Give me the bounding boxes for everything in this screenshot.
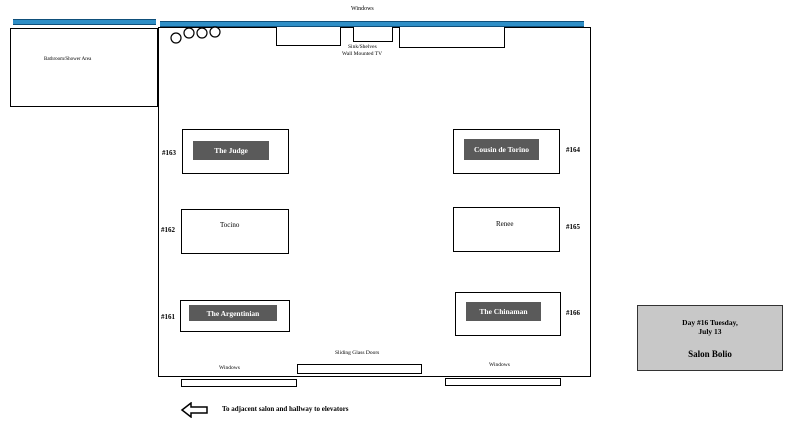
sink-shelves-label: Sink/Shelves [348,44,377,50]
station-name: Renee [496,220,514,228]
station-163[interactable]: The Judge [182,129,289,174]
station-166[interactable]: The Chinaman [455,292,561,336]
station-161[interactable]: The Argentinian [180,300,290,332]
station-165[interactable]: Renee [453,207,560,252]
bathroom-label: Bathroom/Shower Area [44,57,92,62]
sink-circles [170,26,221,44]
station-name: The Judge [193,141,269,160]
station-number: #163 [162,149,176,157]
sink-circle-4 [209,26,221,38]
day-line-2: July 13 [698,327,722,336]
station-number: #164 [566,146,580,154]
station-name: The Argentinian [189,305,277,321]
sink-shelves-unit [353,27,393,42]
window-bar-left [13,19,156,25]
station-162[interactable]: Tocino [181,209,289,254]
top-counter-right [399,27,505,48]
station-number: #166 [566,309,580,317]
window-bottom-left [181,379,297,387]
windows-bottom-right-label: Windows [489,362,510,368]
windows-top-label: Windows [351,6,374,12]
salon-name: Salon Bolio [688,349,732,359]
bathroom-area: Bathroom/Shower Area [10,28,158,107]
left-arrow-icon [180,402,208,418]
station-number: #162 [161,226,175,234]
hallway-note: To adjacent salon and hallway to elevato… [222,405,349,413]
sink-circle-3 [196,27,208,39]
info-box: Day #16 Tuesday, July 13 Salon Bolio [637,305,783,371]
sliding-doors-label: Sliding Glass Doors [335,350,380,356]
window-bottom-right [445,378,561,386]
station-number: #161 [161,313,175,321]
station-name: Cousin de Torino [464,139,539,160]
station-number: #165 [566,223,580,231]
sink-circle-1 [170,32,182,44]
station-name: Tocino [220,221,240,229]
day-line-1: Day #16 Tuesday, [682,318,738,327]
station-164[interactable]: Cousin de Torino [453,129,560,174]
station-name: The Chinaman [466,302,541,321]
sliding-glass-doors [297,364,422,374]
top-counter-left [276,27,341,46]
window-bar-main [160,21,584,27]
windows-bottom-left-label: Windows [219,365,240,371]
sink-circle-2 [183,27,195,39]
wall-tv-label: Wall Mounted TV [342,51,383,57]
